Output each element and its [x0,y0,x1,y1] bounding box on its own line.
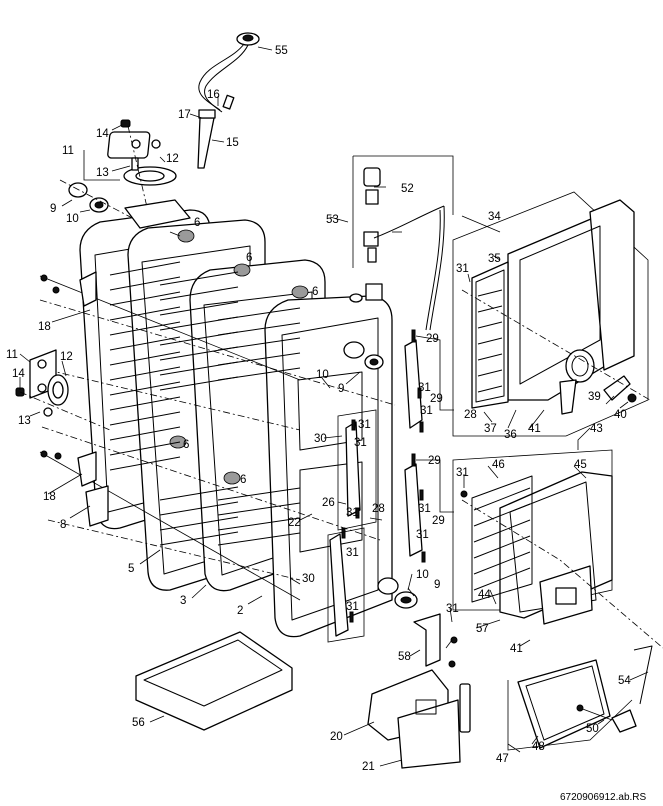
callout-39: 39 [588,391,601,403]
callout-22: 22 [288,517,301,529]
callout-11a: 11 [62,145,74,157]
callout-31b: 31 [420,405,433,417]
callout-18b: 18 [43,491,56,503]
callout-29c: 29 [428,455,441,467]
callout-52: 52 [401,183,414,195]
callout-31f: 31 [346,507,359,519]
callout-9b: 9 [338,383,344,395]
callout-29d: 29 [432,515,445,527]
callout-5: 5 [128,563,134,575]
callout-37: 37 [484,423,497,435]
callout-9c: 9 [434,579,440,591]
callout-44: 44 [478,589,491,601]
callout-31e: 31 [418,503,431,515]
callout-15: 15 [226,137,239,149]
callout-31g: 31 [416,529,429,541]
callout-41a: 41 [528,423,541,435]
callout-16: 16 [207,89,220,101]
callout-10c: 10 [416,569,429,581]
callout-12b: 12 [60,351,73,363]
callout-31k: 31 [456,467,469,479]
callout-6e: 6 [240,474,246,486]
callout-31i: 31 [346,601,359,613]
callout-31c: 31 [358,419,371,431]
upper-cover-assembly [452,191,651,437]
callout-43: 43 [590,423,603,435]
lower-cover-assembly [452,449,663,751]
callout-17: 17 [178,109,191,121]
callout-9a: 9 [50,203,56,215]
spark-electrode-assembly [352,155,454,331]
callout-6b: 6 [246,252,252,264]
callout-14b: 14 [12,368,25,380]
callout-30b: 30 [302,573,315,585]
callout-50: 50 [586,723,599,735]
callout-31l: 31 [446,603,459,615]
callout-46: 46 [492,459,505,471]
callout-35: 35 [488,253,501,265]
clamp-assemblies [327,329,426,643]
callout-34: 34 [488,211,501,223]
callout-6a: 6 [194,217,200,229]
leader-lines [19,46,649,767]
callout-29a: 29 [426,333,439,345]
callout-54: 54 [618,675,631,687]
callout-21: 21 [362,761,375,773]
callout-28a: 28 [464,409,477,421]
callout-12a: 12 [166,153,179,165]
side-flange-assembly [15,349,111,431]
callout-3: 3 [180,595,186,607]
top-flange-assembly [59,119,177,231]
callout-20: 20 [330,731,343,743]
callout-53: 53 [326,214,339,226]
callout-55: 55 [275,45,288,57]
callout-10b: 10 [316,369,329,381]
callout-31a: 31 [418,382,431,394]
callout-40: 40 [614,409,627,421]
callout-47: 47 [496,753,509,765]
callout-31d: 31 [354,437,367,449]
callout-29b: 29 [430,393,443,405]
callout-31h: 31 [346,547,359,559]
callout-58: 58 [398,651,411,663]
heat-exchanger-sections [39,199,396,638]
callout-45: 45 [574,459,587,471]
callout-36: 36 [504,429,517,441]
callout-11b: 11 [6,349,18,361]
callout-2: 2 [237,605,243,617]
callout-10a: 10 [66,213,79,225]
callout-18a: 18 [38,321,51,333]
callout-6d: 6 [183,439,189,451]
callout-6c: 6 [312,286,318,298]
callout-48: 48 [532,741,545,753]
callout-26: 26 [322,497,335,509]
callout-13a: 13 [96,167,109,179]
callout-56: 56 [132,717,145,729]
reference-code: 6720906912.ab.RS [560,792,647,803]
callout-13b: 13 [18,415,31,427]
callout-14a: 14 [96,128,109,140]
callout-28b: 28 [372,503,385,515]
lower-components [135,577,471,769]
callout-41b: 41 [510,643,523,655]
callout-labels: 55 16 17 15 14 11 12 13 9 10 6 6 6 18 11… [6,45,631,773]
callout-31j: 31 [456,263,469,275]
callout-30a: 30 [314,433,327,445]
callout-8: 8 [60,519,66,531]
sensor-cable-assembly [197,32,260,169]
callout-57: 57 [476,623,489,635]
